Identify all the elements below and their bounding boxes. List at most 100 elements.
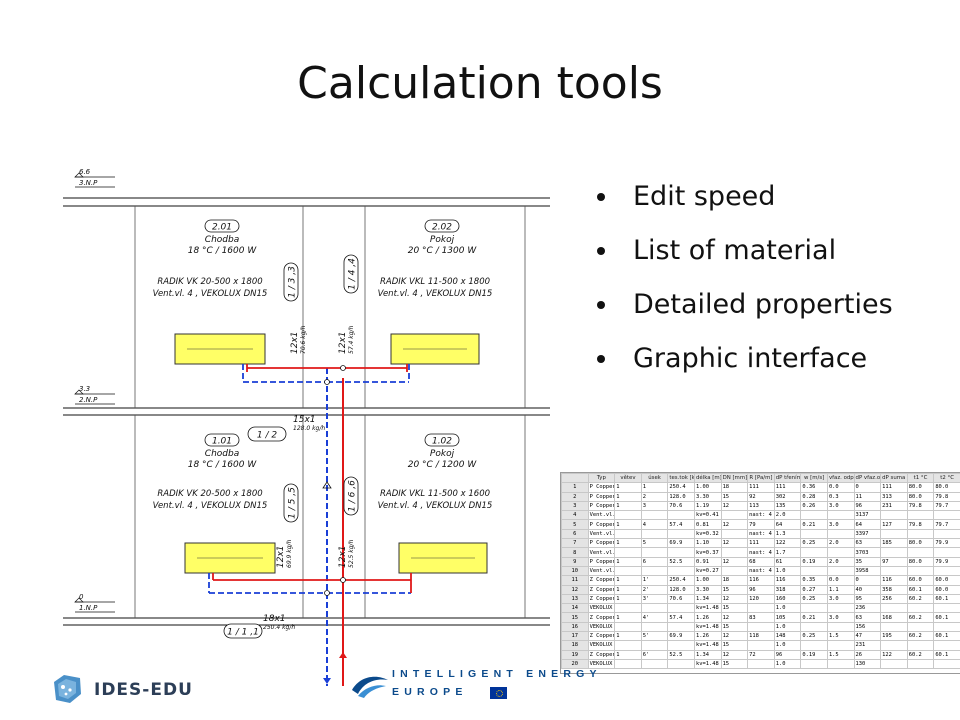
radiator-type: RADIK VK 20-500 x 1800 xyxy=(157,489,262,499)
table-cell: 1.7 xyxy=(773,547,802,558)
table-cell xyxy=(906,621,935,633)
table-cell: 79.9 xyxy=(933,556,960,567)
table-cell: 116 xyxy=(747,575,775,586)
table-cell: 12 xyxy=(720,519,749,530)
radiator-valve: Vent.vl. 4 , VEKOLUX DN15 xyxy=(378,289,493,299)
table-cell: 40 xyxy=(853,584,882,595)
section-tag-badge xyxy=(283,483,299,523)
eu-flag-icon xyxy=(490,687,507,699)
table-cell: 11 xyxy=(853,491,882,502)
table-cell xyxy=(667,547,695,558)
table-cell: 1.26 xyxy=(693,612,722,623)
table-cell: 19 xyxy=(561,649,589,660)
table-cell: 52.5 xyxy=(667,556,695,567)
table-cell xyxy=(906,528,935,540)
table-cell: 1.0 xyxy=(773,658,802,670)
table-cell: 60.2 xyxy=(906,649,935,660)
iee-logo-line2: EUROPE xyxy=(392,686,468,698)
table-cell: 5' xyxy=(640,631,669,642)
table-cell xyxy=(720,510,749,521)
table-cell xyxy=(747,640,775,651)
table-cell xyxy=(640,640,669,651)
pipe-flow: 52.5 kg/h xyxy=(348,539,355,568)
table-cell: 15 xyxy=(720,640,749,651)
room-name: Pokoj xyxy=(430,449,455,459)
table-cell: 79.8 xyxy=(906,519,935,530)
table-cell: 111 xyxy=(880,482,908,493)
table-cell: 160 xyxy=(773,593,802,605)
table-cell: 111 xyxy=(773,482,802,493)
table-cell xyxy=(906,510,935,521)
table-cell xyxy=(720,528,749,540)
table-cell: 2.0 xyxy=(826,538,855,549)
table-cell: 3.30 xyxy=(693,584,722,595)
pipe-dimension: 15x1 xyxy=(293,415,316,425)
table-cell xyxy=(826,603,855,614)
table-cell: 63 xyxy=(853,538,882,549)
table-header-cell: dP vfaz.odp xyxy=(853,473,882,484)
table-cell: 3.0 xyxy=(826,612,855,623)
table-cell xyxy=(640,658,669,670)
table-cell: 80.0 xyxy=(906,482,935,493)
bullet-text: Detailed properties xyxy=(633,289,893,320)
table-cell: 4 xyxy=(640,519,669,530)
table-cell: 0.27 xyxy=(800,584,828,595)
table-cell xyxy=(880,658,908,670)
flow-arrow-icon xyxy=(339,652,347,658)
table-cell: 15 xyxy=(561,612,589,623)
table-cell: P Copper xyxy=(587,500,616,512)
level-name-label: 1.N.P xyxy=(79,604,98,612)
pipe-flow: 250.4 kg/h xyxy=(263,624,295,631)
section-tag-label: 1 / 2 xyxy=(257,431,277,441)
table-cell: 10 xyxy=(561,565,589,577)
table-cell: 17 xyxy=(561,631,589,642)
table-cell xyxy=(800,528,828,540)
bullet-item: List of material xyxy=(595,224,893,278)
table-cell: 1.26 xyxy=(693,631,722,642)
table-cell: 0.36 xyxy=(800,482,828,493)
table-cell: Vent.vl. xyxy=(587,528,616,540)
table-cell: 13 xyxy=(561,593,589,605)
table-cell: 15 xyxy=(720,621,749,633)
section-tag-label: 1 / 6 ,6 xyxy=(348,480,358,512)
table-cell: 3.0 xyxy=(826,500,855,512)
table-cell: 18 xyxy=(720,575,749,586)
table-cell: 113 xyxy=(747,500,775,512)
table-cell: Z Copper xyxy=(587,575,616,586)
table-cell xyxy=(667,510,695,521)
table-cell xyxy=(880,640,908,651)
table-cell: P Copper xyxy=(587,491,616,502)
room-id: 2.01 xyxy=(212,223,232,233)
table-cell: 12 xyxy=(720,500,749,512)
table-cell xyxy=(667,658,695,670)
section-tag-label: 1 / 4 ,4 xyxy=(348,258,358,290)
table-cell: 61 xyxy=(773,556,802,567)
table-cell xyxy=(826,547,855,558)
section-tag-badge xyxy=(223,623,263,639)
ides-mark-icon xyxy=(54,675,81,703)
table-cell: 0.91 xyxy=(693,556,722,567)
section-tag-badge xyxy=(343,254,359,294)
pipe-node-icon xyxy=(340,365,346,371)
table-cell: 5 xyxy=(640,538,669,549)
section-tag-badge xyxy=(247,426,287,442)
room-spec: 20 °C / 1200 W xyxy=(408,460,478,470)
table-cell xyxy=(640,547,669,558)
level-triangle-icon xyxy=(74,597,84,603)
table-cell: 3.0 xyxy=(826,593,855,605)
table-cell: kv=0.41 xyxy=(693,510,722,521)
table-cell: 16 xyxy=(561,621,589,633)
table-cell: 15 xyxy=(720,658,749,670)
table-cell: kv=1.48 xyxy=(693,640,722,651)
table-cell xyxy=(826,658,855,670)
table-cell: 57.4 xyxy=(667,612,695,623)
table-cell: kv=1.48 xyxy=(693,621,722,633)
room-spec: 18 °C / 1600 W xyxy=(188,460,258,470)
table-cell: 1.5 xyxy=(826,649,855,660)
table-cell: 79.7 xyxy=(933,519,960,530)
table-cell: kv=1.48 xyxy=(693,603,722,614)
table-cell: 120 xyxy=(747,593,775,605)
